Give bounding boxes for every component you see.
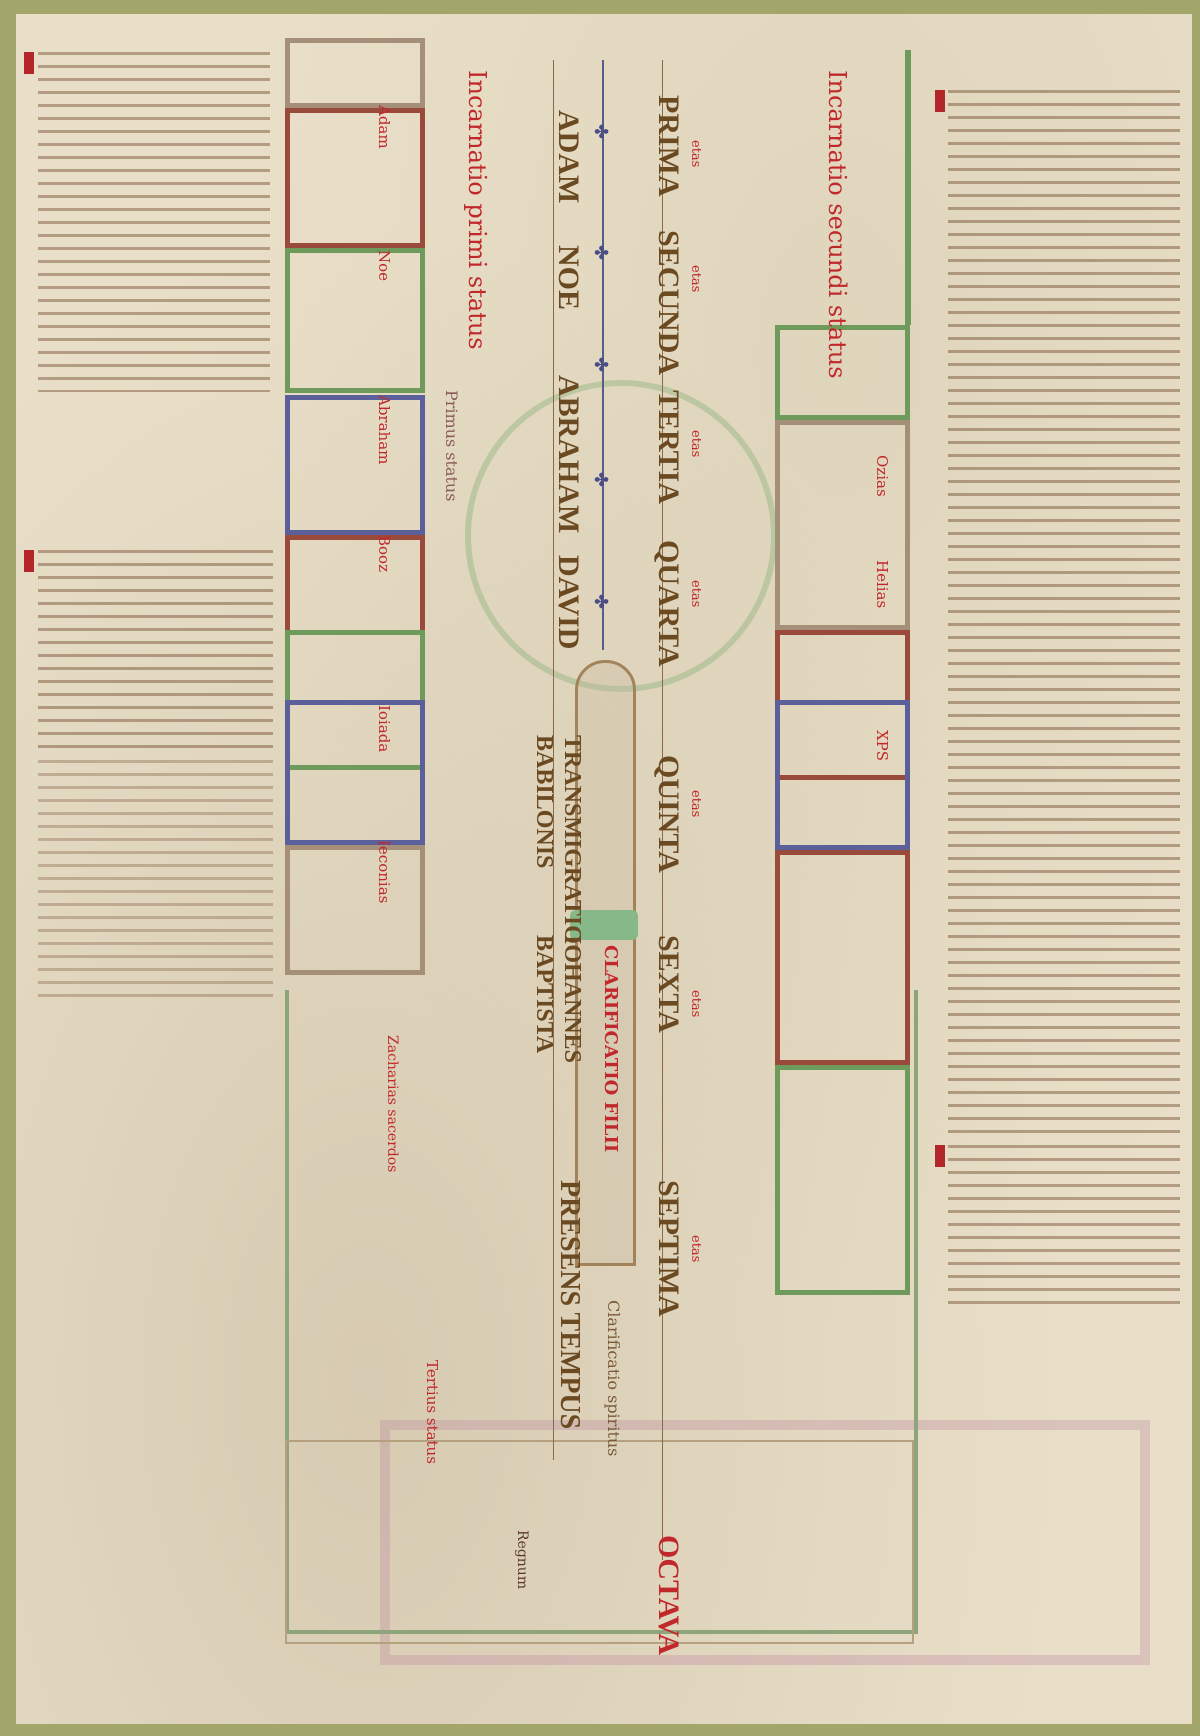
etas-label: etas bbox=[688, 1235, 703, 1263]
age-line bbox=[662, 60, 663, 1560]
ladder-rung bbox=[775, 420, 910, 630]
caption-primus-status: Primus status bbox=[442, 390, 461, 502]
age-quinta: QUINTA bbox=[652, 755, 685, 873]
center-line bbox=[602, 60, 604, 650]
age-tertia: TERTIA bbox=[652, 390, 685, 504]
manuscript-page bbox=[16, 14, 1192, 1724]
text-column-left-3 bbox=[38, 760, 273, 1000]
ladder-label-helias: Helias bbox=[873, 560, 891, 609]
ladder-rung bbox=[285, 395, 425, 535]
right-ladder-post bbox=[905, 50, 911, 325]
age-prima: PRIMA bbox=[652, 95, 685, 197]
ladder-label-noe: Noe bbox=[375, 250, 393, 282]
ladder-rung bbox=[285, 38, 425, 108]
text-column-left-1 bbox=[38, 52, 270, 392]
epoch-david: DAVID bbox=[552, 555, 585, 650]
outer-frame bbox=[285, 990, 918, 1634]
etas-label: etas bbox=[688, 430, 703, 458]
ladder-label-adam: Adam bbox=[375, 105, 393, 149]
pillar-band bbox=[570, 910, 638, 940]
fleuron-icon: ✤ bbox=[594, 592, 610, 613]
ladder-label-ozias: Ozias bbox=[873, 455, 891, 497]
ladder-rung bbox=[775, 325, 910, 420]
ladder-label-abraham: Abraham bbox=[375, 395, 393, 465]
ladder-rung bbox=[285, 248, 425, 393]
age-septima: SEPTIMA bbox=[652, 1180, 685, 1317]
etas-label: etas bbox=[688, 140, 703, 168]
age-octava: OCTAVA bbox=[652, 1535, 685, 1656]
ladder-rung bbox=[285, 108, 425, 248]
epoch-line bbox=[553, 60, 554, 1460]
fleuron-icon: ✤ bbox=[594, 243, 610, 264]
ladder-rung bbox=[285, 535, 425, 635]
fleuron-icon: ✤ bbox=[594, 470, 610, 491]
epoch-presens-tempus: PRESENS TEMPUS bbox=[554, 1180, 585, 1430]
inner-frame bbox=[285, 1440, 914, 1644]
caption-incarnatio-primi: Incarnatio primi status bbox=[463, 70, 491, 350]
epoch-iohannes: IOHANNES BAPTISTA bbox=[531, 935, 585, 1064]
ladder-rung bbox=[285, 845, 425, 975]
etas-label: etas bbox=[688, 990, 703, 1018]
ladder-rung bbox=[775, 700, 910, 850]
rubric-initial bbox=[24, 52, 34, 74]
caption-zacharias: Zacharias sacerdos bbox=[384, 1035, 400, 1173]
primus-status-circle bbox=[465, 380, 777, 692]
epoch-noe: NOE bbox=[552, 245, 585, 311]
ladder-label-xps: XPS bbox=[873, 730, 891, 762]
rubric-initial bbox=[935, 90, 945, 112]
rubric-initial bbox=[24, 550, 34, 572]
etas-label: etas bbox=[688, 580, 703, 608]
fleuron-icon: ✤ bbox=[594, 355, 610, 376]
faded-frame bbox=[380, 1420, 1150, 1665]
caption-tertius-status: Tertius status bbox=[423, 1360, 441, 1464]
caption-regnum: Regnum bbox=[514, 1530, 530, 1590]
text-column-left-2 bbox=[38, 550, 273, 750]
age-sexta: SEXTA bbox=[652, 935, 685, 1033]
text-column-right-2 bbox=[948, 1145, 1180, 1310]
age-secunda: SECUNDA bbox=[652, 230, 685, 376]
rubric-initial bbox=[935, 1145, 945, 1167]
ladder-label-booz: Booz bbox=[375, 535, 393, 572]
etas-label: etas bbox=[688, 790, 703, 818]
ladder-label-ieconias: Ieconias bbox=[375, 840, 393, 904]
caption-clarificatio-filii: CLARIFICATIO FILII bbox=[600, 945, 621, 1153]
ladder-rung bbox=[775, 1065, 910, 1295]
ladder-rung bbox=[775, 850, 910, 1065]
etas-label: etas bbox=[688, 265, 703, 293]
epoch-adam: ADAM bbox=[552, 110, 585, 204]
fleuron-icon: ✤ bbox=[594, 122, 610, 143]
pillar bbox=[575, 660, 636, 1266]
epoch-abraham: ABRAHAM bbox=[552, 375, 585, 534]
ladder-rung bbox=[285, 700, 425, 845]
caption-clarificatio-spiritus: Clarificatio spiritus bbox=[604, 1300, 623, 1457]
age-quarta: QUARTA bbox=[652, 540, 685, 667]
epoch-transmigratio: TRANSMIGRATIO BABILONIS bbox=[531, 735, 585, 944]
caption-incarnatio-secundi: Incarnatio secundi status bbox=[823, 70, 851, 379]
ladder-label-ioiada: Ioiada bbox=[375, 705, 393, 753]
text-column-right-1 bbox=[948, 90, 1180, 1135]
